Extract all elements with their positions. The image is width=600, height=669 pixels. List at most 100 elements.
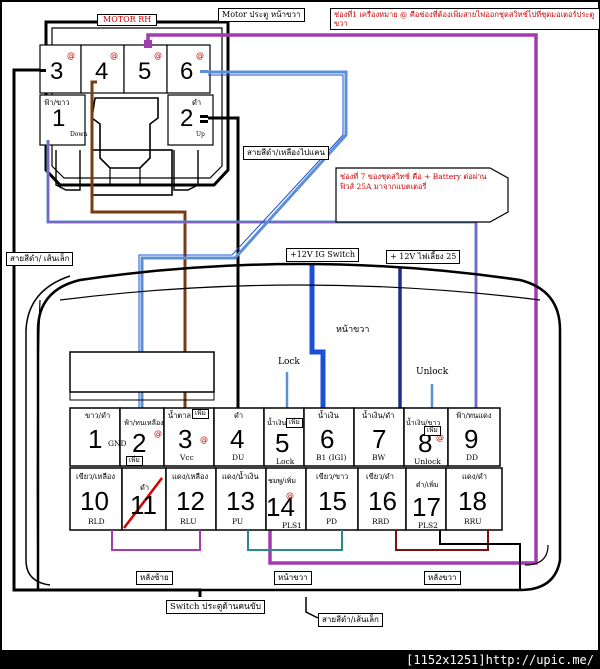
pin-11-slash xyxy=(123,477,163,529)
front-right-bottom-box: หน้าขวา xyxy=(274,571,312,585)
motor-pin-2-color: ดำ xyxy=(192,98,202,107)
switch-outer-left xyxy=(25,275,71,560)
motor-foot-right xyxy=(173,150,199,191)
switch-housing-outer xyxy=(36,262,562,592)
pin-17-func: PLS2 xyxy=(418,521,438,530)
pin-grid xyxy=(69,407,503,531)
switch-window xyxy=(69,351,215,393)
motor-pin-2-sub: Up xyxy=(196,131,205,138)
battery-box: + 12V ไฟเลี้ยง 25 xyxy=(386,250,461,264)
pin-13-func: PU xyxy=(232,517,244,526)
switch-box: Switch ประตูด้านคนขับ xyxy=(166,600,266,615)
pin-3-tag: เพิ่ม xyxy=(195,409,206,417)
pin-8-at: @ xyxy=(436,433,444,442)
pin-3-tag-box: เพิ่ม xyxy=(192,409,209,419)
pin-18-num: 18 xyxy=(458,486,487,516)
pin-13-num: 13 xyxy=(226,486,255,516)
cell-16 xyxy=(357,467,407,531)
motor-label-box: Motor ประตู หน้าขวา xyxy=(218,8,305,22)
pin-12-func: RLU xyxy=(180,517,197,526)
pin-14-color: ชมพู/เพิ่ม xyxy=(268,477,296,485)
cell-6 xyxy=(303,407,355,467)
pin-2-tag: เพิ่ม xyxy=(129,456,140,464)
pin-18-func: RRU xyxy=(464,517,482,526)
pin-8-num: 8 xyxy=(418,428,433,458)
pin-8-func: Unlock xyxy=(414,457,441,466)
pin-13-color: แดง/น้ำเงิน xyxy=(222,472,259,481)
switch-top-inner-curve xyxy=(59,284,541,301)
cell-8 xyxy=(403,407,449,467)
lock-label: Lock xyxy=(278,357,300,367)
motor-latch xyxy=(91,97,159,169)
pin-2-color: ฟ้า/ทนเหลือง xyxy=(124,419,164,427)
stub-2b xyxy=(200,120,208,123)
motor-pin-3-at: @ xyxy=(67,51,75,60)
motor-pin-4-at: @ xyxy=(110,51,118,60)
motor-cell-3 xyxy=(39,44,82,94)
wire-bottom-label: สายสีดำ/เส้นเล็ก xyxy=(322,615,379,624)
pin-16-color: เขียว/ดำ xyxy=(366,472,394,481)
cell-17 xyxy=(405,467,447,531)
cell-9 xyxy=(447,407,501,467)
motor-pin-6-at: @ xyxy=(196,51,204,60)
jumper-rear-right xyxy=(395,530,489,551)
switch-inner-corner xyxy=(524,544,549,566)
left-label: สายสีดำ/ เส้นเล็ก xyxy=(10,254,70,263)
pin-16-func: RRD xyxy=(372,517,390,526)
cell-13 xyxy=(215,467,267,531)
pin-15-num: 15 xyxy=(318,486,347,516)
top-note: ช่องที่1 เครื่องหมาย @ คือช่องที่ต้องเพิ… xyxy=(334,10,595,28)
left-label-box: สายสีดำ/ เส้นเล็ก xyxy=(6,252,74,266)
pin-12-color: แดง/เหลือง xyxy=(172,472,209,481)
wire-bottom-box: สายสีดำ/เส้นเล็ก xyxy=(318,613,383,627)
motor-cell-1 xyxy=(39,94,86,146)
pin-6-func: B1 (IGI) xyxy=(316,453,347,462)
pin-3-func: Vcc xyxy=(180,453,194,462)
pin-14-func: PLS1 xyxy=(282,521,302,530)
stub-6 xyxy=(200,70,208,73)
ig-switch-box: +12V IG Switch xyxy=(286,248,360,262)
pin-6-num: 6 xyxy=(320,424,335,454)
motor-label: Motor ประตู หน้าขวา xyxy=(222,10,301,19)
footer-bar: [1152x1251]http://upic.me/ xyxy=(0,652,600,669)
motor-title-box: MOTOR RH xyxy=(97,14,158,26)
rear-left-label: หลังซ้าย xyxy=(140,573,169,582)
pin-2-num: 2 xyxy=(132,428,147,458)
pin-8-tag-box: เพิ่ม xyxy=(424,426,441,436)
stub-2a xyxy=(200,115,208,118)
wire-brown xyxy=(90,80,187,420)
motor-title: MOTOR RH xyxy=(103,15,152,24)
pin-9-color: ฟ้า/ทนแดง xyxy=(456,411,492,420)
front-right-top: หน้าขวา xyxy=(336,325,370,335)
cell-7 xyxy=(353,407,405,467)
cell-4 xyxy=(213,407,265,467)
pin-8-tag: เพิ่ม xyxy=(427,426,438,434)
motor-cell-2 xyxy=(167,94,214,146)
motor-pin-3: 3 xyxy=(50,58,64,85)
pin-8-color: น้ำเงิน/ขาว xyxy=(406,419,441,427)
wire-bottom-stem xyxy=(305,597,319,619)
rear-left-box: หลังซ้าย xyxy=(136,571,173,585)
pin-17-num: 17 xyxy=(412,492,441,522)
footer-text[interactable]: [1152x1251]http://upic.me/ xyxy=(406,653,594,667)
pin-11-num: 11 xyxy=(130,490,157,520)
front-right-bottom-label: หน้าขวา xyxy=(278,573,308,582)
pin-7-func: BW xyxy=(372,453,386,462)
pin-14-num: 14 xyxy=(266,492,295,522)
stub-3 xyxy=(40,69,46,72)
pin-5-tag-box: เพิ่ม xyxy=(286,418,303,428)
cell-1 xyxy=(69,407,121,467)
pin-6-color: น้ำเงิน xyxy=(318,411,339,420)
pin-4-num: 4 xyxy=(230,424,245,454)
pin-15-color: เขียว/ขาว xyxy=(316,472,349,481)
cell-5 xyxy=(263,407,305,467)
jumper-rear-left xyxy=(111,530,201,551)
wire-lightblue-6-stripe xyxy=(138,74,344,420)
wire-label-top: สายสีดำ/เหลืองไปแคน xyxy=(247,148,326,157)
wire-label-top-box: สายสีดำ/เหลืองไปแคน xyxy=(243,146,330,160)
pin-9-func: DD xyxy=(466,453,479,462)
switch-box-label: Switch ประตูด้านคนขับ xyxy=(170,602,262,612)
switch-window-shelf xyxy=(69,392,215,401)
pin-15-func: PD xyxy=(326,517,338,526)
ig-switch-label: +12V IG Switch xyxy=(290,250,356,259)
